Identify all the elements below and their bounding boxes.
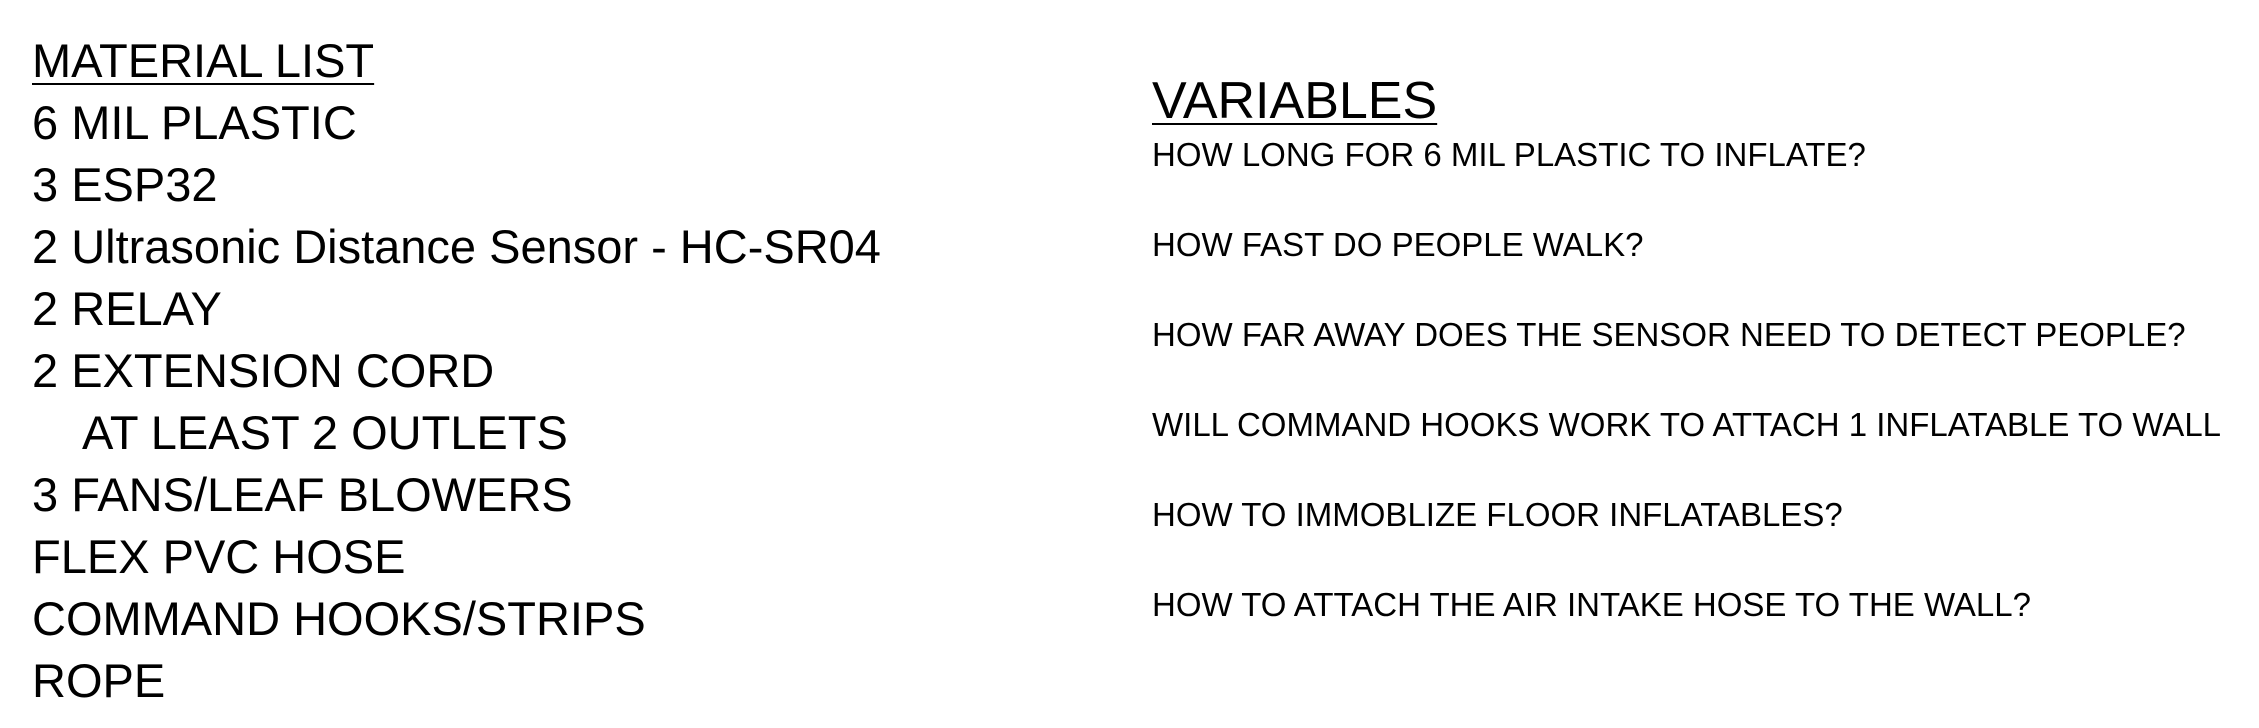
material-item: 2 EXTENSION CORD xyxy=(32,344,495,397)
material-item: COMMAND HOOKS/STRIPS xyxy=(32,592,646,645)
variable-question: HOW LONG FOR 6 MIL PLASTIC TO INFLATE? xyxy=(1152,136,1866,173)
variables-section: VARIABLES HOW LONG FOR 6 MIL PLASTIC TO … xyxy=(1152,72,2242,672)
variable-question: HOW TO ATTACH THE AIR INTAKE HOSE TO THE… xyxy=(1152,586,2031,623)
variable-question: WILL COMMAND HOOKS WORK TO ATTACH 1 INFL… xyxy=(1152,406,2222,443)
variables-question-list: HOW LONG FOR 6 MIL PLASTIC TO INFLATE? H… xyxy=(1152,132,2242,628)
material-item: 3 ESP32 xyxy=(32,158,218,211)
variables-heading: VARIABLES xyxy=(1152,72,1438,130)
material-item: FLEX PVC HOSE xyxy=(32,530,406,583)
variable-question: HOW FAST DO PEOPLE WALK? xyxy=(1152,226,1644,263)
material-list-heading: MATERIAL LIST xyxy=(32,34,375,87)
material-list-section: MATERIAL LIST 6 MIL PLASTIC 3 ESP32 2 Ul… xyxy=(32,30,1112,712)
material-item: 3 FANS/LEAF BLOWERS xyxy=(32,468,573,521)
variable-question: HOW FAR AWAY DOES THE SENSOR NEED TO DET… xyxy=(1152,316,2186,353)
material-item: 2 Ultrasonic Distance Sensor - HC-SR04 xyxy=(32,220,881,273)
material-item: 2 RELAY xyxy=(32,282,222,335)
material-sub-item: AT LEAST 2 OUTLETS xyxy=(82,406,568,459)
variable-question: HOW TO IMMOBLIZE FLOOR INFLATABLES? xyxy=(1152,496,1843,533)
material-item: 6 MIL PLASTIC xyxy=(32,96,357,149)
material-item: ROPE xyxy=(32,654,166,707)
